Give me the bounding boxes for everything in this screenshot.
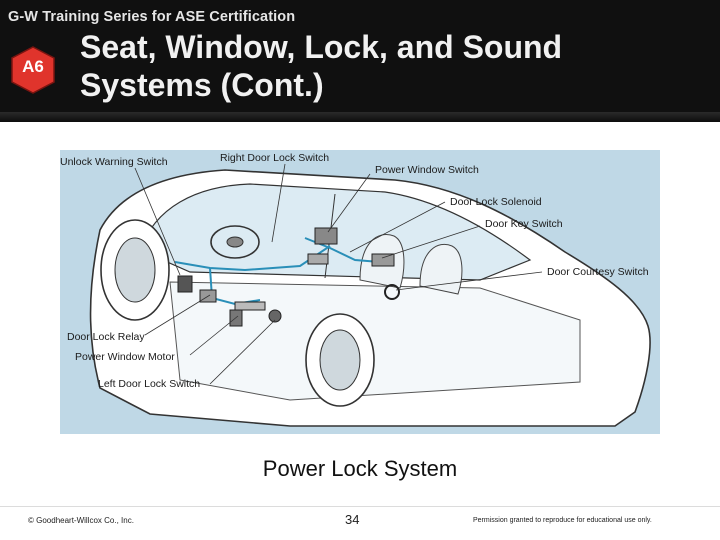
badge-label: A6 xyxy=(22,57,44,76)
permission-text: Permission granted to reproduce for educ… xyxy=(473,517,652,524)
power-lock-diagram: Unlock Warning Switch Right Door Lock Sw… xyxy=(60,150,660,434)
label-left-door-lock-switch: Left Door Lock Switch xyxy=(98,378,201,390)
label-door-lock-relay: Door Lock Relay xyxy=(67,331,145,343)
label-door-courtesy-switch: Door Courtesy Switch xyxy=(547,266,649,278)
a6-badge-icon xyxy=(10,45,56,95)
copyright-text: © Goodheart-Willcox Co., Inc. xyxy=(28,516,134,525)
title-line-2: Systems (Cont.) xyxy=(80,67,324,103)
label-door-lock-solenoid: Door Lock Solenoid xyxy=(450,196,542,208)
page-number: 34 xyxy=(345,512,360,527)
label-right-door-lock-switch: Right Door Lock Switch xyxy=(220,152,330,164)
title-line-1: Seat, Window, Lock, and Sound xyxy=(80,29,563,65)
slide-footer: © Goodheart-Willcox Co., Inc. 34 Permiss… xyxy=(0,506,720,537)
slide-title: Seat, Window, Lock, and Sound Systems (C… xyxy=(80,28,700,104)
figure-caption: Power Lock System xyxy=(262,456,458,481)
label-unlock-warning-switch: Unlock Warning Switch xyxy=(60,156,168,168)
series-title: G-W Training Series for ASE Certificatio… xyxy=(8,9,296,25)
label-door-key-switch: Door Key Switch xyxy=(485,218,563,230)
slide-header: G-W Training Series for ASE Certificatio… xyxy=(0,0,720,122)
car-illustration xyxy=(89,163,651,427)
label-power-window-motor: Power Window Motor xyxy=(75,351,175,363)
label-power-window-switch: Power Window Switch xyxy=(375,164,479,176)
